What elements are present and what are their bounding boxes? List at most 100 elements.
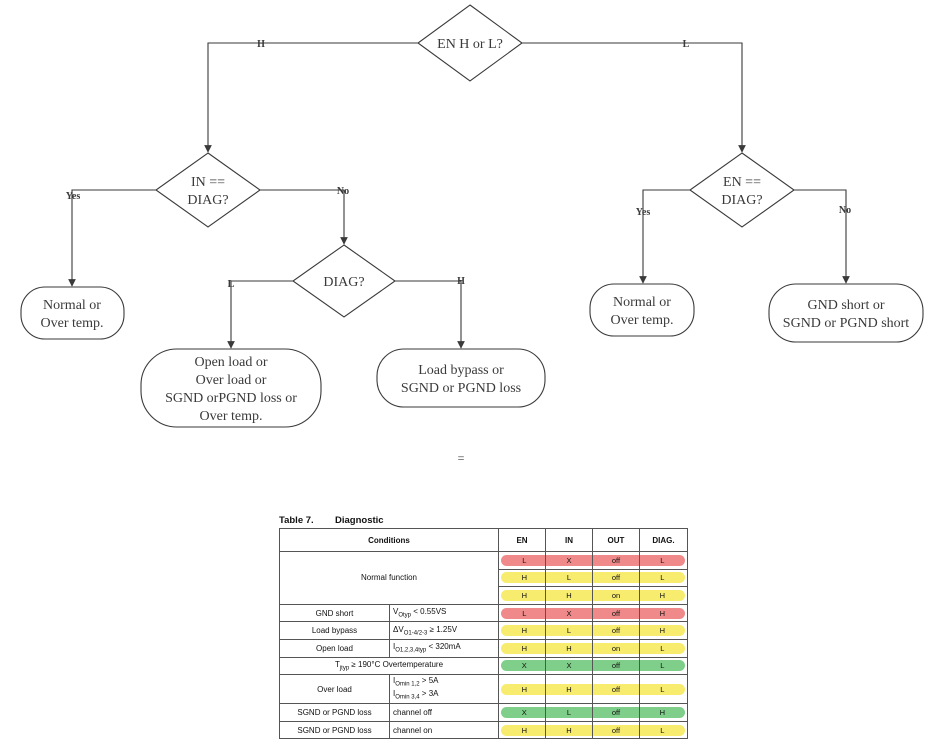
diag-cell: H (640, 706, 685, 718)
en-cell: H (501, 572, 545, 584)
node-line: DIAG? (187, 193, 228, 208)
header-diag: DIAG. (639, 528, 688, 552)
header-conditions: Conditions (279, 528, 499, 552)
root-decision (417, 4, 523, 82)
table-row: Open load IO1,2,3,4typ < 320mA H H on L (279, 638, 688, 658)
in-cell: X (546, 554, 592, 566)
load-bypass-text: Load bypass or SGND or PGND loss (401, 363, 521, 396)
out-cell: off (593, 554, 639, 566)
node-line: GND short or (808, 298, 885, 313)
in-cell: H (546, 642, 592, 654)
diag-cell: H (640, 607, 685, 619)
condition-cell: SGND or PGND loss (279, 703, 390, 722)
in-cell: L (546, 572, 592, 584)
en-cell: L (501, 554, 545, 566)
in-cell: H (546, 589, 592, 601)
table-row: GND short VOtyp < 0.55VS L X off H (279, 603, 688, 623)
flowchart: EN H or L? IN ==DIAG? DIAG? EN ==DIAG? N… (20, 4, 924, 465)
table-caption: Table 7.Diagnostic (279, 514, 687, 528)
load-bypass-box (376, 348, 546, 408)
normal-right-text: Normal or Over temp. (611, 295, 674, 328)
diag-cell: L (640, 554, 685, 566)
node-line: Over temp. (200, 409, 263, 424)
separator-mark: = (458, 451, 465, 465)
node-line: Over load or (196, 373, 267, 388)
in-cell: L (546, 706, 592, 718)
node-line: Open load or (194, 355, 267, 370)
edge-label-in-diag-yes: Yes (66, 191, 81, 202)
detail-cell: channel off (389, 703, 499, 722)
en-diag-decision (689, 152, 795, 228)
node-line: Over temp. (611, 313, 674, 328)
normal-function-label: Normal function (279, 551, 499, 605)
diag-decision (292, 244, 396, 318)
edge-diag-l (227, 280, 293, 349)
node-line: Load bypass or (418, 363, 504, 378)
edge-label-root-l: L (683, 39, 690, 50)
table-row: Tjtyp ≥ 190°C Overtemperature X X off L (279, 656, 688, 676)
out-cell: off (593, 683, 639, 695)
out-cell: on (593, 589, 639, 601)
node-line: DIAG? (323, 275, 364, 290)
open-load-box (140, 348, 322, 428)
edge-label-en-diag-no: No (839, 205, 851, 216)
in-diag-text: IN ==DIAG? (187, 175, 228, 208)
in-cell: H (546, 683, 592, 695)
diagnostic-table-block: Table 7.Diagnostic Conditions EN IN OUT … (279, 514, 688, 740)
diag-cell: L (640, 660, 685, 672)
edge-in-diag-no (260, 189, 348, 245)
en-cell: H (501, 642, 545, 654)
out-cell: off (593, 724, 639, 736)
condition-cell: Open load (279, 638, 390, 658)
gnd-short-box (768, 283, 924, 343)
normal-left-box (20, 286, 125, 340)
out-cell: off (593, 572, 639, 584)
diag-cell: L (640, 724, 685, 736)
diag-cell: L (640, 572, 685, 584)
node-line: SGND or PGND loss (401, 381, 521, 396)
diag-cell: H (640, 589, 685, 601)
out-cell: on (593, 642, 639, 654)
header-out: OUT (592, 528, 640, 552)
out-cell: off (593, 607, 639, 619)
node-line: Normal or (43, 298, 101, 313)
en-cell: H (501, 724, 545, 736)
open-load-text: Open load or Over load or SGND orPGND loss… (165, 355, 297, 424)
en-cell: H (501, 625, 545, 637)
out-cell: off (593, 625, 639, 637)
node-line: EN H or L? (437, 37, 503, 52)
table-header-row: Conditions EN IN OUT DIAG. (279, 528, 688, 552)
edge-diag-h (395, 280, 465, 349)
node-line: SGND orPGND loss or (165, 391, 297, 406)
header-en: EN (498, 528, 546, 552)
edge-en-diag-yes (639, 189, 690, 284)
condition-cell: SGND or PGND loss (279, 720, 390, 740)
table-row: Normal function L X off L (279, 551, 688, 605)
normal-right-box (589, 283, 695, 337)
edge-root-l (522, 42, 746, 153)
detail-cell: channel on (389, 720, 499, 740)
in-cell: H (546, 724, 592, 736)
en-cell: H (501, 589, 545, 601)
node-line: DIAG? (721, 193, 762, 208)
edge-label-root-h: H (257, 39, 265, 50)
en-diag-text: EN ==DIAG? (721, 175, 762, 208)
table-row: SGND or PGND loss channel on H H off L (279, 720, 688, 740)
en-cell: X (501, 706, 545, 718)
header-in: IN (545, 528, 593, 552)
edge-label-diag-h: H (457, 276, 465, 287)
detail-cell: VOtyp < 0.55VS (389, 603, 499, 623)
in-cell: X (546, 660, 592, 672)
edge-label-diag-l: L (228, 279, 235, 290)
condition-cell: Tjtyp ≥ 190°C Overtemperature (279, 656, 499, 676)
edge-label-in-diag-no: No (337, 186, 349, 197)
root-text: EN H or L? (437, 37, 503, 52)
node-line: Normal or (613, 295, 671, 310)
diag-cell: L (640, 642, 685, 654)
diag-text: DIAG? (323, 275, 364, 290)
condition-cell: Load bypass (279, 621, 390, 640)
out-cell: off (593, 660, 639, 672)
